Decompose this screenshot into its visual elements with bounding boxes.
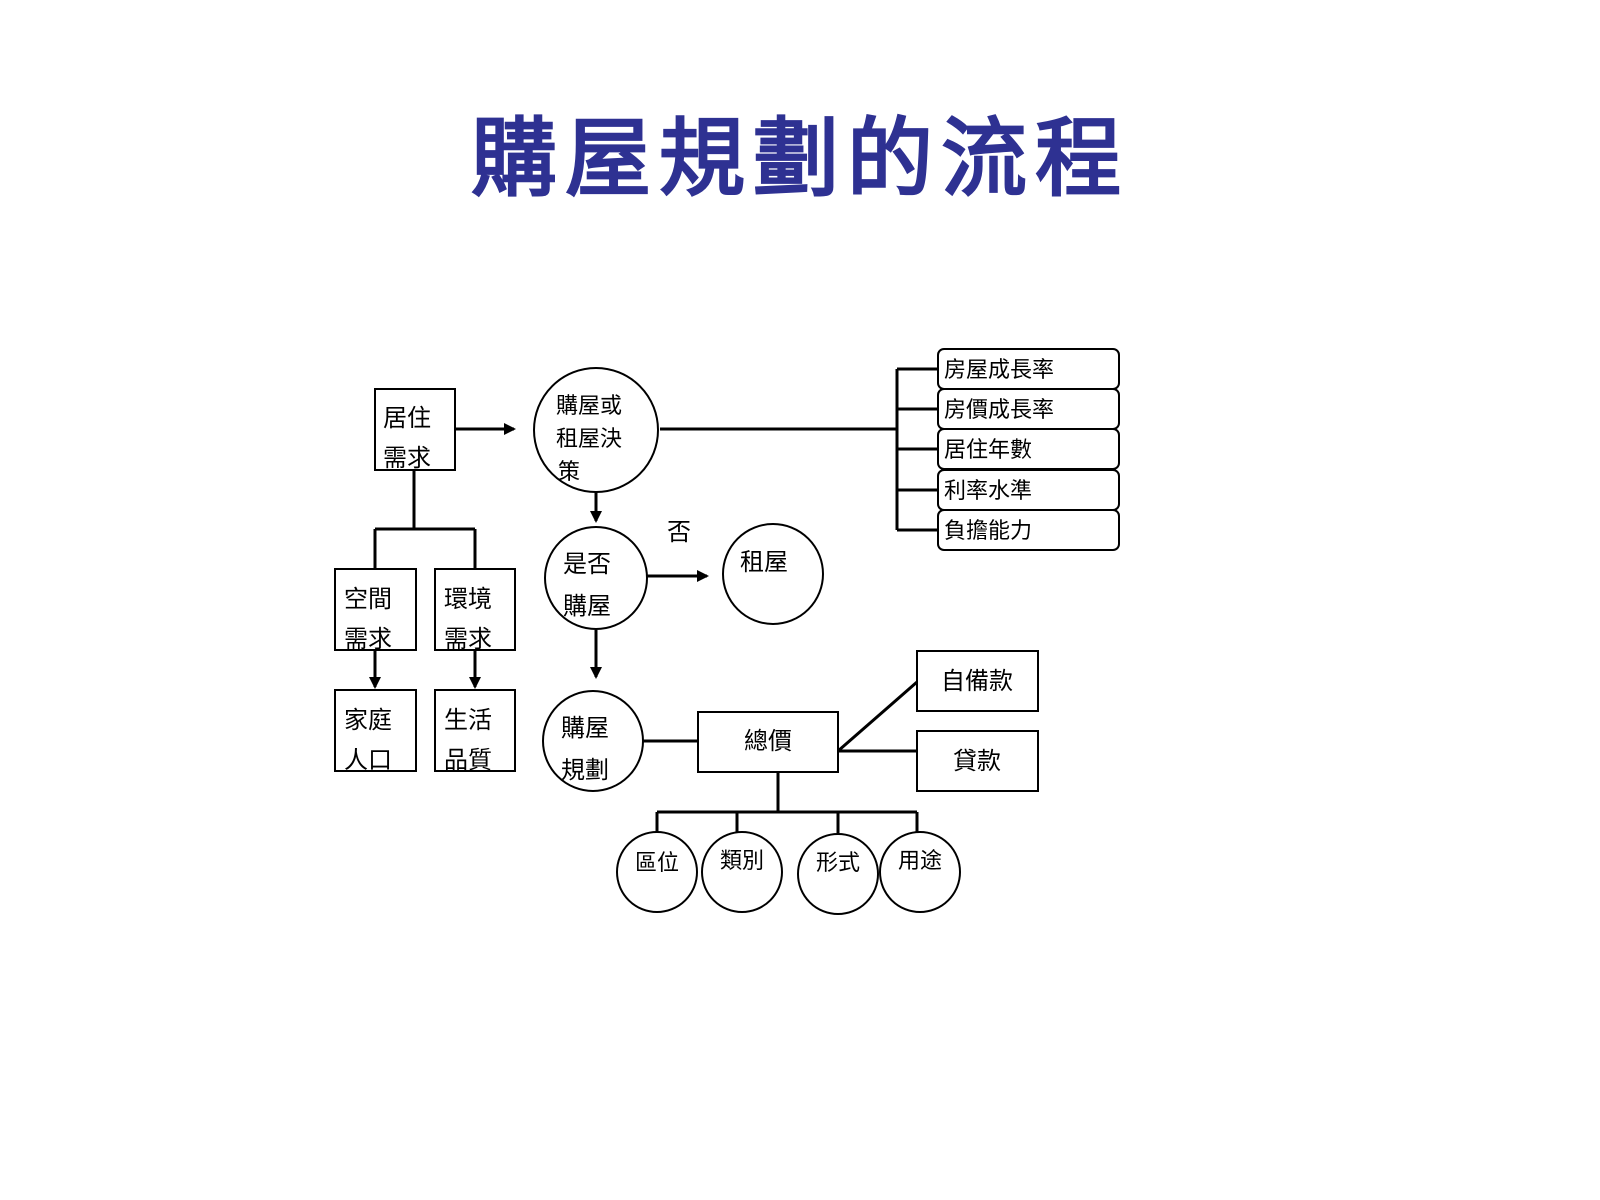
node-total-price-label: 總價 — [744, 727, 792, 755]
node-whether-buy-line-1: 是否 — [563, 550, 611, 578]
factor-label: 房屋成長率 — [944, 358, 1054, 383]
node-space-need-line-1: 空間 — [344, 585, 392, 613]
attribute-label: 用途 — [898, 849, 942, 874]
node-buy-or-rent-line-3: 策 — [558, 460, 580, 485]
attribute-item: 區位 — [616, 831, 698, 913]
attribute-item: 類別 — [701, 831, 783, 913]
factor-label: 房價成長率 — [944, 398, 1054, 423]
factor-label: 居住年數 — [944, 438, 1032, 463]
node-environment-need-line-2: 需求 — [444, 625, 492, 653]
factor-label: 利率水準 — [944, 479, 1032, 504]
node-life-quality: 生活 品質 — [434, 689, 516, 774]
node-buy-or-rent: 購屋或 租屋決 策 — [533, 367, 659, 493]
factor-item: 房價成長率 — [937, 388, 1120, 430]
factor-item: 居住年數 — [937, 428, 1120, 470]
attribute-label: 類別 — [720, 849, 764, 874]
no-label: 否 — [667, 518, 691, 546]
attribute-label: 區位 — [635, 851, 679, 876]
node-loan-label: 貸款 — [953, 747, 1001, 775]
node-self-fund: 自備款 — [916, 650, 1039, 712]
connectors — [369, 367, 938, 833]
node-family-population-line-2: 人口 — [344, 746, 392, 774]
factor-item: 負擔能力 — [937, 509, 1120, 551]
node-life-quality-line-2: 品質 — [444, 746, 492, 774]
factor-list: 房屋成長率 房價成長率 居住年數 利率水準 負擔能力 — [937, 348, 1120, 551]
attribute-item: 形式 — [797, 833, 879, 915]
node-total-price: 總價 — [697, 711, 839, 773]
node-whether-buy-line-2: 購屋 — [563, 592, 611, 620]
factor-label: 負擔能力 — [944, 519, 1032, 544]
attribute-list: 區位 類別 形式 用途 — [616, 831, 961, 915]
node-self-fund-label: 自備款 — [941, 667, 1013, 695]
node-rent-label: 租屋 — [740, 548, 788, 576]
node-space-need: 空間 需求 — [334, 568, 417, 653]
node-environment-need: 環境 需求 — [434, 568, 516, 653]
page-title: 購屋規劃的流程 — [471, 108, 1129, 209]
node-family-population: 家庭 人口 — [334, 689, 417, 774]
node-purchase-plan-line-2: 規劃 — [561, 756, 609, 784]
node-residence-need-line-1: 居住 — [383, 404, 431, 432]
factor-item: 房屋成長率 — [937, 348, 1120, 390]
node-buy-or-rent-line-2: 租屋決 — [556, 427, 622, 452]
line-total-to-selffund — [837, 680, 918, 753]
node-residence-need-line-2: 需求 — [383, 444, 431, 472]
node-buy-or-rent-line-1: 購屋或 — [556, 394, 622, 419]
attribute-item: 用途 — [879, 831, 961, 913]
node-purchase-plan-line-1: 購屋 — [561, 714, 609, 742]
node-family-population-line-1: 家庭 — [344, 706, 392, 734]
factor-item: 利率水準 — [937, 469, 1120, 511]
node-life-quality-line-1: 生活 — [444, 706, 492, 734]
node-purchase-plan: 購屋 規劃 — [542, 690, 644, 792]
node-environment-need-line-1: 環境 — [444, 585, 492, 613]
node-whether-buy: 是否 購屋 — [544, 526, 648, 630]
attribute-label: 形式 — [816, 851, 860, 876]
node-space-need-line-2: 需求 — [344, 625, 392, 653]
node-loan: 貸款 — [916, 730, 1039, 792]
node-residence-need: 居住 需求 — [374, 388, 456, 472]
node-rent: 租屋 — [722, 523, 824, 625]
